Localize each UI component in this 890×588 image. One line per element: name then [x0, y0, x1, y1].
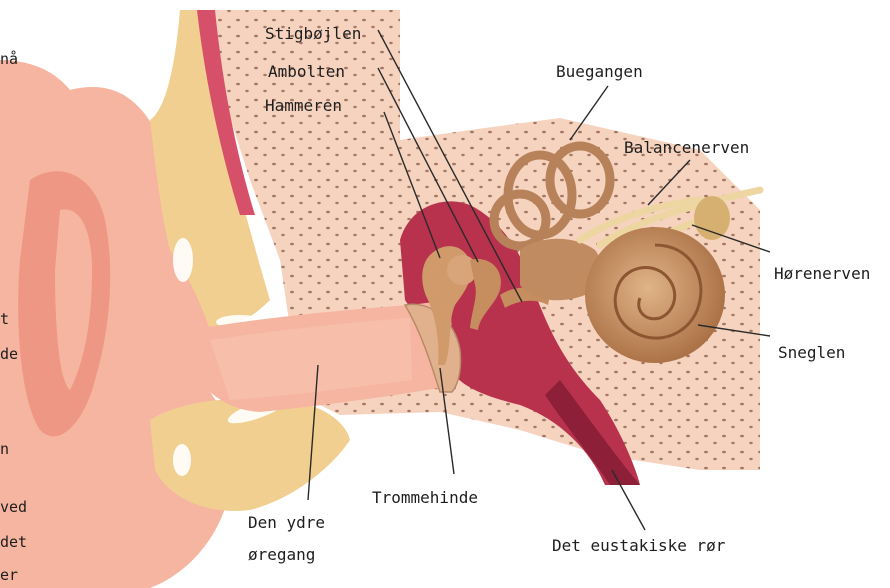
label-ambolten: Ambolten [268, 62, 345, 82]
cochlea [585, 227, 725, 363]
label-stigbojlen: Stigbøjlen [265, 24, 361, 44]
label-trommehinde: Trommehinde [372, 488, 478, 508]
label-ydre-line2: øregang [248, 545, 315, 565]
left-text-fragment: det [0, 533, 27, 551]
label-buegangen: Buegangen [556, 62, 643, 82]
label-sneglen: Sneglen [778, 343, 845, 363]
left-text-fragment: ved [0, 498, 27, 516]
label-balancenerven: Balancenerven [624, 138, 749, 158]
label-hammeren: Hammeren [265, 96, 342, 116]
nerve-end [694, 196, 730, 240]
left-text-fragment: t [0, 310, 9, 328]
left-text-fragment: er [0, 566, 18, 584]
label-ydre-line1: Den ydre [248, 513, 325, 533]
left-text-fragment: n [0, 440, 9, 458]
label-horenerven: Hørenerven [774, 264, 870, 284]
label-eustakiske: Det eustakiske rør [552, 536, 725, 556]
left-text-fragment: de [0, 345, 18, 363]
left-text-fragment: nå [0, 50, 18, 68]
